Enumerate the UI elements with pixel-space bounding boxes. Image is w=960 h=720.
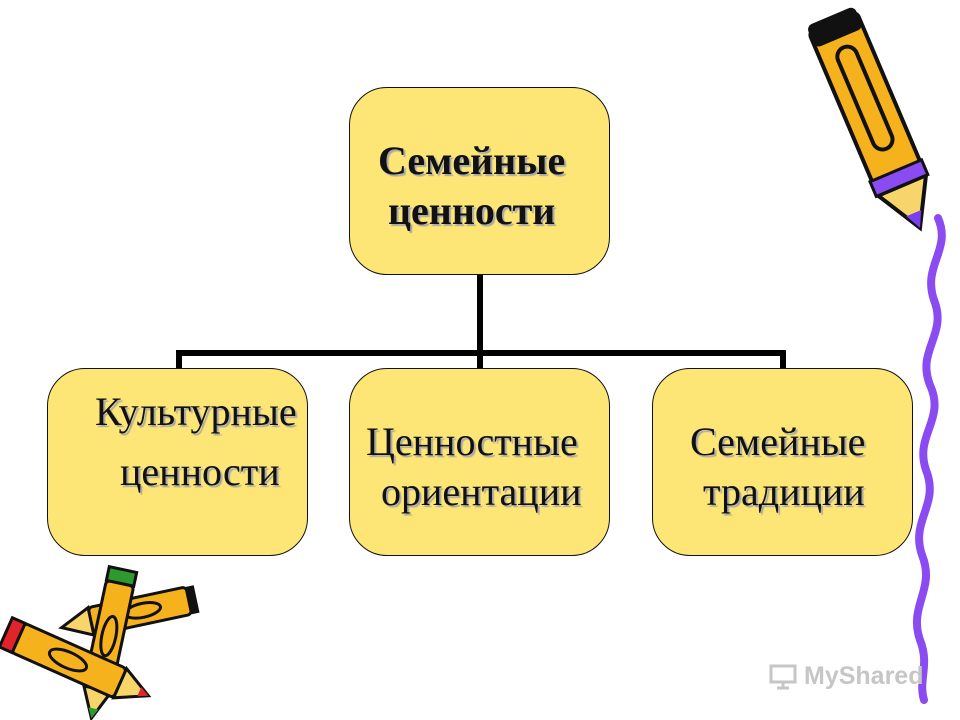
connector-right-drop bbox=[780, 350, 786, 370]
wavy-line-icon bbox=[912, 214, 946, 704]
presentation-icon bbox=[769, 664, 797, 690]
watermark: MyShared bbox=[768, 656, 923, 696]
child-label-cultural-line2: ценности bbox=[120, 449, 280, 494]
child-label-traditions-line1: Семейные bbox=[690, 419, 866, 464]
child-node-cultural-values bbox=[47, 368, 308, 556]
connector-vertical bbox=[477, 275, 483, 355]
root-label-line1: Семейные bbox=[378, 138, 566, 183]
watermark-text: MyShared bbox=[804, 661, 924, 690]
connector-left-drop bbox=[176, 350, 182, 370]
connector-middle-drop bbox=[477, 350, 483, 370]
pencil-small-red-icon bbox=[0, 615, 152, 700]
child-node-family-traditions bbox=[652, 368, 913, 556]
child-node-value-orientations bbox=[349, 368, 610, 556]
root-label-line2: ценности bbox=[388, 188, 556, 233]
child-label-traditions-line2: традиции bbox=[703, 469, 865, 514]
child-label-orientations-line2: ориентации bbox=[381, 469, 582, 514]
pencil-large-icon bbox=[808, 7, 930, 232]
child-label-orientations-line1: Ценностные bbox=[366, 419, 578, 464]
root-node bbox=[349, 87, 610, 275]
child-label-cultural-line1: Культурные bbox=[95, 389, 297, 434]
